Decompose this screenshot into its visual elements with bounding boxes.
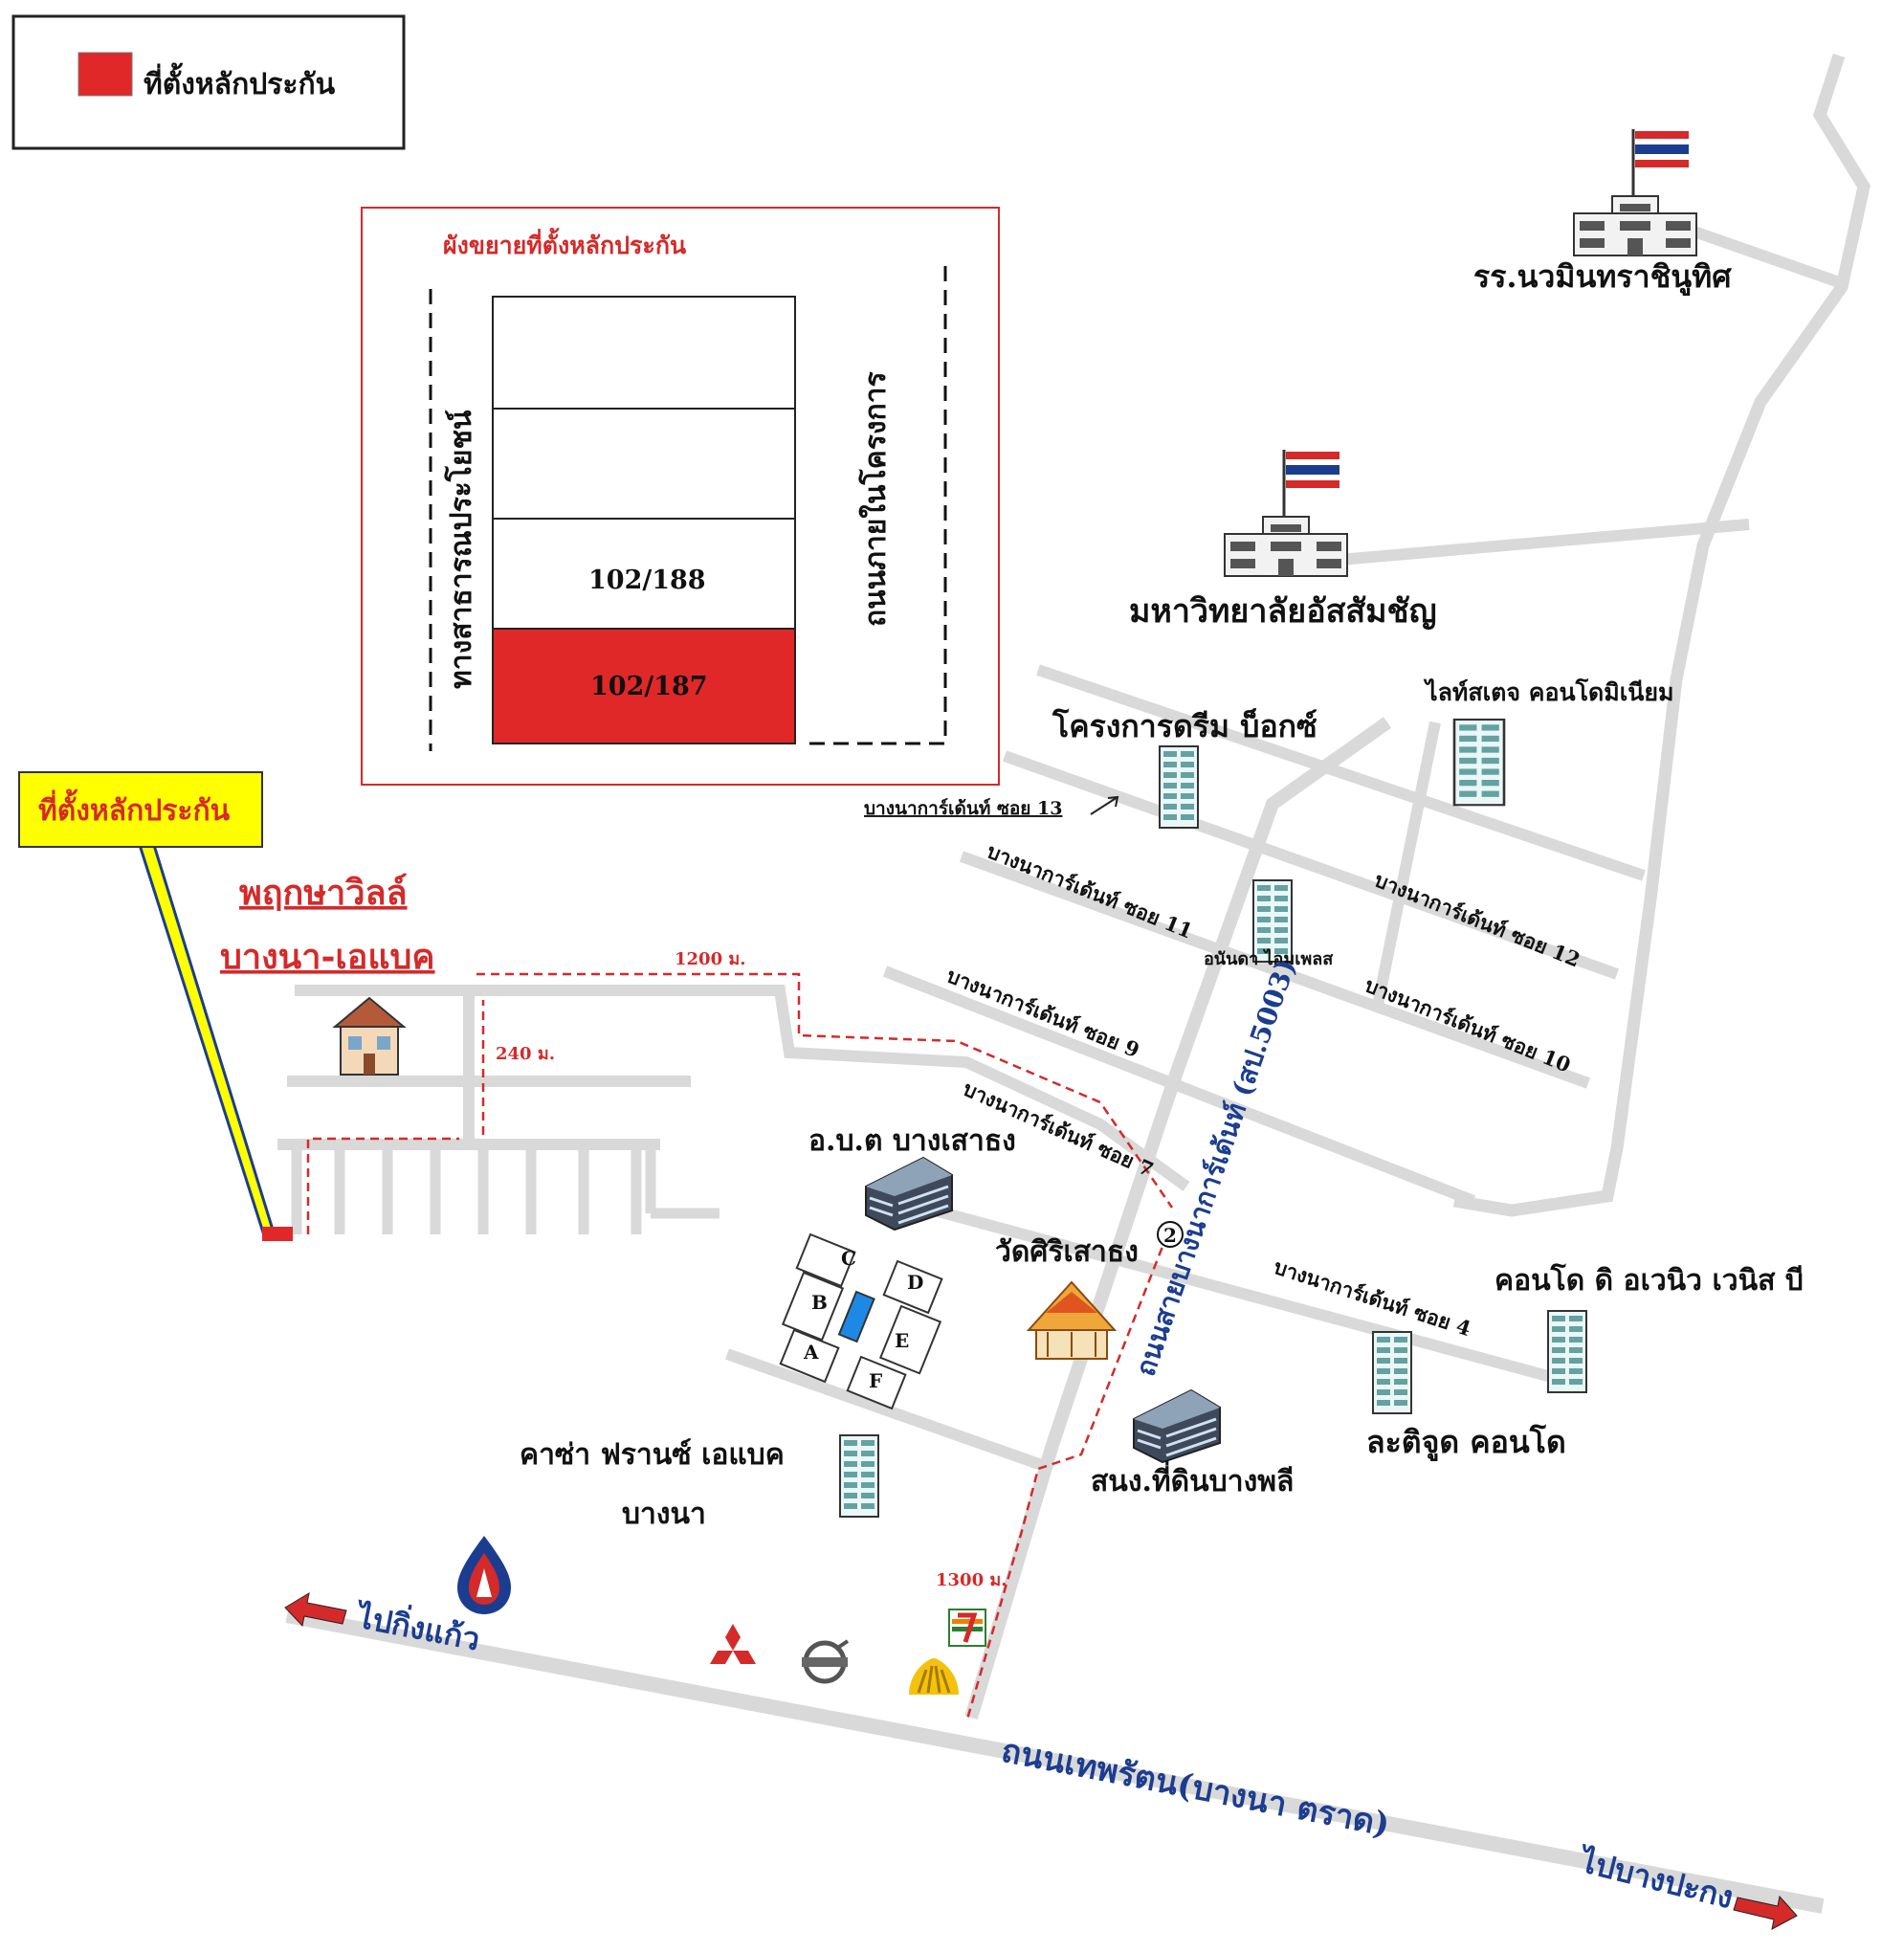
plot-label-102-187: 102/187 bbox=[590, 672, 708, 701]
lightstage-label: ไลท์สเตจ คอนโดมิเนียม bbox=[1423, 677, 1674, 706]
condo-tower-icon bbox=[1159, 745, 1199, 829]
dreambox-label: โครงการดรีม บ็อกซ์ bbox=[1052, 707, 1317, 744]
distance-240: 240 ม. bbox=[496, 1044, 555, 1064]
block-label-d: D bbox=[907, 1271, 923, 1294]
soi12-label: บางนาการ์เด้นท์ ซอย 12 bbox=[1371, 867, 1583, 971]
university-building-icon bbox=[1223, 448, 1349, 578]
obt-label: อ.บ.ต บางเสาธง bbox=[808, 1124, 1016, 1158]
wat-label: วัดศิริเสาธง bbox=[995, 1235, 1139, 1269]
condo-tower-icon bbox=[839, 1434, 879, 1518]
soi11-label: บางนาการ์เด้นท์ ซอย 11 bbox=[984, 838, 1196, 943]
highway-label: ถนนเทพรัตน(บางนา ตราด) bbox=[998, 1732, 1392, 1845]
location-marker bbox=[262, 1227, 293, 1241]
distance-route bbox=[306, 972, 1174, 1723]
ptt-logo-icon bbox=[457, 1536, 511, 1614]
soi13-label: บางนาการ์เด้นท์ ซอย 13 bbox=[864, 798, 1063, 819]
village-name-line2: บางนา-เอแบค bbox=[220, 937, 434, 977]
distance-1200: 1200 ม. bbox=[675, 949, 746, 969]
block-label-c: C bbox=[841, 1247, 856, 1270]
condo-tower-icon bbox=[1372, 1331, 1412, 1414]
arrow-to-bangpakong bbox=[1733, 1895, 1798, 1930]
house-icon bbox=[332, 996, 407, 1076]
block-label-a: A bbox=[803, 1341, 819, 1364]
distance-1300: 1300 ม. bbox=[936, 1570, 1007, 1590]
arrow-to-kingkaew bbox=[284, 1591, 347, 1628]
block-label-b: B bbox=[811, 1291, 828, 1314]
location-callout: ที่ตั้งหลักประกัน bbox=[18, 771, 293, 1241]
block-label-f: F bbox=[869, 1369, 882, 1392]
road-network bbox=[277, 54, 1871, 1914]
temple-icon bbox=[1026, 1280, 1118, 1360]
legend-label: ที่ตั้งหลักประกัน bbox=[144, 62, 336, 101]
village-label: พฤกษาวิลล์ บางนา-เอแบค bbox=[220, 873, 434, 977]
inset-right-road-label: ถนนภายในโครงการ bbox=[857, 371, 893, 627]
soi13-pointer bbox=[1090, 795, 1119, 815]
krungsri-logo-icon bbox=[909, 1658, 959, 1695]
village-name-line1: พฤกษาวิลล์ bbox=[239, 873, 408, 913]
legend-swatch bbox=[77, 52, 133, 97]
office-building-icon bbox=[1132, 1388, 1222, 1464]
casa-label-line1: คาซ่า ฟรานซ์ เอแบค bbox=[520, 1438, 785, 1472]
casa-label-line2: บางนา bbox=[622, 1498, 706, 1531]
condo-blocks: C D B E A F bbox=[779, 1232, 943, 1410]
mitsubishi-logo-icon bbox=[710, 1624, 756, 1664]
latitude-label: ละติจูด คอนโด bbox=[1366, 1424, 1566, 1462]
volvo-logo-icon bbox=[802, 1639, 850, 1684]
plot-label-102-188: 102/188 bbox=[588, 566, 706, 595]
condo-avenue-label: คอนโด ดิ อเวนิว เวนิส บี bbox=[1494, 1262, 1804, 1298]
highlighted-plot bbox=[492, 628, 796, 744]
land-office-label: สนง.ที่ดินบางพลี bbox=[1091, 1460, 1294, 1498]
ananda-label: อนันดา ไอมเพลส bbox=[1204, 948, 1334, 969]
condo-tower-icon bbox=[1452, 718, 1506, 807]
route-number: 2 bbox=[1163, 1224, 1177, 1247]
seven-eleven-logo-icon bbox=[948, 1609, 986, 1647]
callout-label: ที่ตั้งหลักประกัน bbox=[38, 788, 231, 828]
inset-enlarged-plan: ผังขยายที่ตั้งหลักประกัน ทางสาธารณประโยช… bbox=[361, 207, 1000, 786]
office-building-icon bbox=[864, 1156, 954, 1232]
swimming-pool bbox=[837, 1290, 875, 1343]
to-bangpakong-label: ไปบางปะกง bbox=[1574, 1842, 1737, 1916]
legend: ที่ตั้งหลักประกัน bbox=[11, 14, 406, 150]
block-label-e: E bbox=[895, 1329, 909, 1352]
condo-tower-icon bbox=[1547, 1310, 1587, 1393]
inset-left-road-label: ทางสาธารณประโยชน์ bbox=[443, 410, 478, 689]
school-building-icon bbox=[1572, 127, 1698, 257]
soi10-label: บางนาการ์เด้นท์ ซอย 10 bbox=[1362, 972, 1574, 1076]
university-label: มหาวิทยาลัยอัสสัมชัญ bbox=[1129, 592, 1437, 631]
soi9-label: บางนาการ์เด้นท์ ซอย 9 bbox=[943, 963, 1142, 1062]
route-number-badge: 2 bbox=[1157, 1221, 1184, 1248]
school-label: รร.นวมินทราชินูทิศ bbox=[1473, 258, 1732, 297]
inset-title: ผังขยายที่ตั้งหลักประกัน bbox=[443, 227, 686, 259]
